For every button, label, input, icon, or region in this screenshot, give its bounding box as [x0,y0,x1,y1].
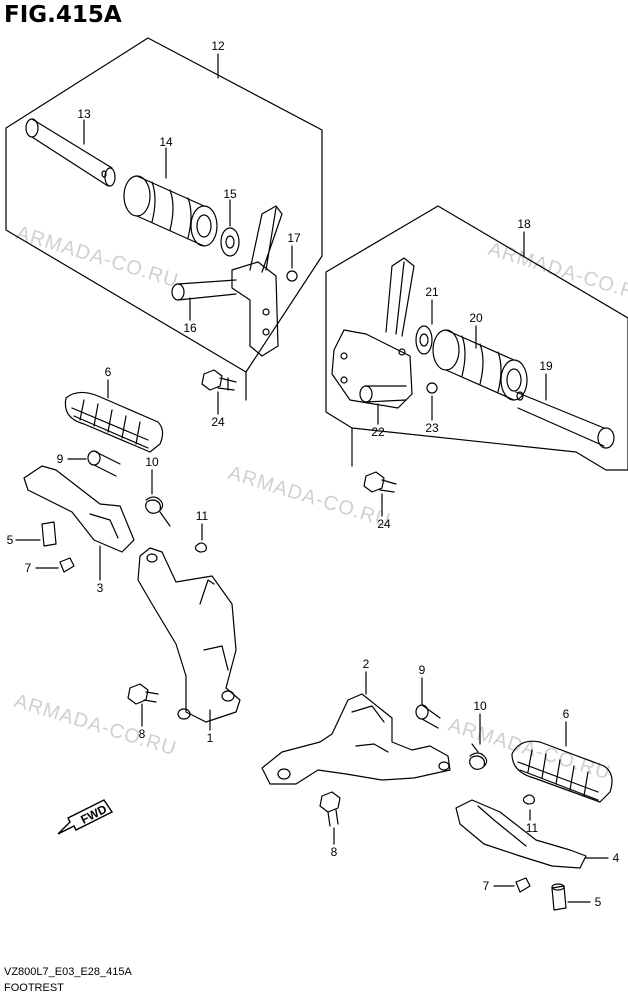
callout-13: 13 [77,107,91,121]
callout-10: 10 [473,699,487,713]
callout-7: 7 [25,561,32,575]
pin-13 [25,118,116,187]
callout-9: 9 [419,663,426,677]
footrest-bracket-3 [23,465,135,553]
callout-6: 6 [105,365,112,379]
model-code: VZ800L7_E03_E28_415A [4,966,132,978]
callout-8: 8 [331,845,338,859]
figure-title: FIG.415A [4,2,122,28]
bolt-5-left [41,521,57,547]
callout-24: 24 [377,517,391,531]
section-name: FOOTREST [4,982,64,994]
callout-12: 12 [211,39,225,53]
callout-19: 19 [539,359,553,373]
cotter-pin-23 [426,382,438,394]
callout-5: 5 [7,533,14,547]
callout-10: 10 [145,455,159,469]
callout-20: 20 [469,311,483,325]
spring-10-left [145,496,171,527]
callout-23: 23 [425,421,439,435]
footrest-rubber-6-left [64,391,164,453]
cotter-pin-11-left [194,542,207,553]
callout-24: 24 [211,415,225,429]
bolt-24-right [363,471,397,493]
footrest-rubber-20 [432,329,528,401]
callout-3: 3 [97,581,104,595]
bolt-8-right [319,791,341,827]
footrest-rubber-14 [123,175,218,247]
callout-6: 6 [563,707,570,721]
callout-4: 4 [613,851,620,865]
bolt-9-left [87,450,121,477]
forward-arrow-icon: FWD [56,798,114,838]
callout-16: 16 [183,321,197,335]
footrest-rubber-6-right [511,740,613,803]
bolt-5-right [551,883,567,911]
assembly-box-12 [5,37,323,373]
callout-2: 2 [363,657,370,671]
callout-17: 17 [287,231,301,245]
callout-7: 7 [483,879,490,893]
bolt-8-left [127,683,159,705]
footrest-bracket-4 [455,799,587,869]
bolt-24-left [201,369,237,391]
callout-15: 15 [223,187,237,201]
callout-1: 1 [207,731,214,745]
spring-10-right [469,743,488,770]
washer-15 [220,227,240,257]
callout-5: 5 [595,895,602,909]
callout-11: 11 [196,509,209,523]
washer-21 [415,325,433,355]
bolt-16 [171,279,237,301]
footrest-holder-1 [137,547,241,723]
bolt-9-right [415,704,441,729]
callout-14: 14 [159,135,173,149]
nut-7-right [515,877,531,893]
cotter-pin-11-right [522,794,535,805]
bolt-22 [359,385,407,403]
pin-19 [515,391,615,449]
nut-7-left [59,557,75,573]
cotter-pin-17 [286,270,298,282]
callout-21: 21 [425,285,439,299]
assembly-box-18 [325,205,628,471]
callout-9: 9 [57,452,64,466]
callout-8: 8 [139,727,146,741]
callout-18: 18 [517,217,531,231]
footrest-bracket-left [231,205,283,357]
footrest-holder-2 [261,693,451,785]
footrest-bracket-right [331,257,415,409]
callout-22: 22 [371,425,385,439]
callout-11: 11 [526,821,539,835]
